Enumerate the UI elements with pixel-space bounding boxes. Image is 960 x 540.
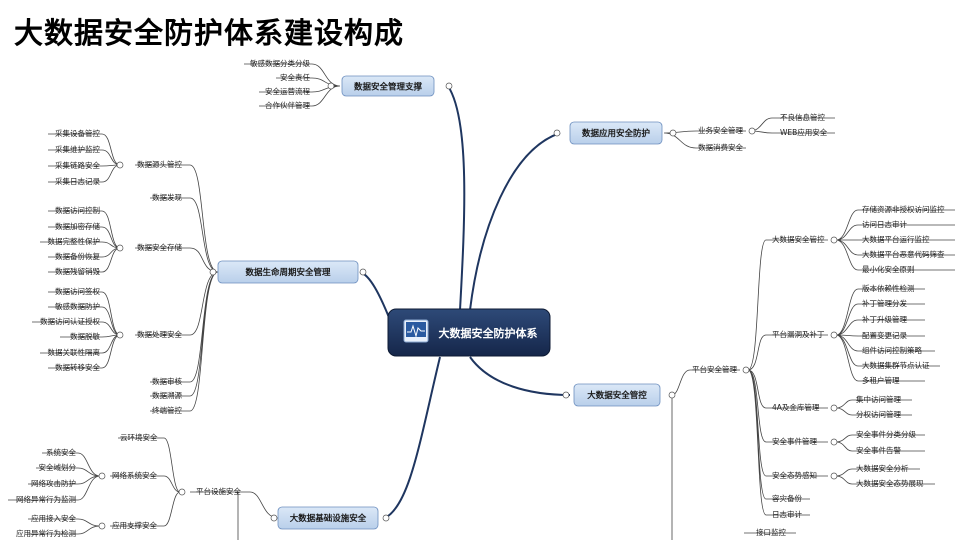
chart-monitor-icon: [403, 319, 429, 343]
leaf-label: 安全责任: [280, 72, 310, 82]
leaf-label: 平台漏洞及补丁: [772, 329, 825, 339]
leaf-label: 大数据平台恶意代码筛查: [862, 249, 945, 259]
leaf-label: 采集设备管控: [55, 128, 100, 138]
leaf-label: 数据处理安全: [137, 329, 182, 339]
lifecycle-items: 数据源头管控 数据发现 数据安全存储 数据处理安全 数据审核 数据溯源 终端管控…: [40, 128, 182, 415]
leaf-label: 多租户管理: [862, 375, 900, 385]
svg-text:数据安全管理支撑: 数据安全管理支撑: [354, 82, 423, 93]
leaf-label: 云环境安全: [120, 432, 158, 442]
leaf-label: 采集维护监控: [55, 144, 100, 154]
leaf-label: 安全事件告警: [856, 445, 901, 455]
center-node[interactable]: 大数据安全防护体系: [387, 308, 551, 357]
leaf-label: 数据溯源: [152, 390, 182, 400]
leaf-label: 访问日志审计: [862, 219, 907, 229]
leaf-label: 采集链路安全: [55, 160, 100, 170]
svg-text:大数据安全防护体系: 大数据安全防护体系: [439, 326, 538, 340]
leaf-label: 应用异常行为检测: [16, 528, 76, 538]
leaf-label: 不良信息管控: [780, 112, 825, 122]
leaf-label: 数据完整性保护: [48, 236, 101, 246]
leaf-label: 数据访问控制: [55, 205, 100, 215]
leaf-label: 数据审核: [152, 376, 182, 386]
leaf-label: 网络攻击防护: [31, 478, 76, 488]
leaf-label: 大数据安全态势展现: [856, 478, 924, 488]
leaf-label: 安全态势感知: [772, 470, 817, 480]
leaf-label: 业务安全管理: [698, 125, 743, 135]
leaf-label: 最小化安全原则: [862, 264, 915, 274]
mgmt-support-items: 敏感数据分类分级 安全责任 安全运营流程 合作伙伴管理: [250, 58, 310, 110]
collapse-icons[interactable]: [98, 82, 838, 530]
leaf-label: 系统安全: [46, 447, 76, 457]
leaf-label: 安全事件管理: [772, 436, 817, 446]
leaf-label: 网络异常行为监测: [16, 494, 76, 504]
leaf-label: 合作伙伴管理: [265, 100, 310, 110]
svg-text:数据应用安全防护: 数据应用安全防护: [582, 128, 651, 139]
leaf-label: 容灾备份: [772, 493, 802, 503]
main-branches: [359, 85, 571, 519]
svg-text:大数据基础设施安全: 大数据基础设施安全: [290, 513, 367, 524]
leaf-label: 应用接入安全: [31, 513, 76, 523]
leaf-label: 平台设施安全: [196, 486, 241, 496]
leaf-label: 数据访问签权: [55, 286, 100, 296]
app-protect-items: 业务安全管理 数据消费安全 不良信息管控 WEB应用安全: [698, 112, 828, 152]
bigdata-ctrl-items: 平台安全管理 大数据安全管控 平台漏洞及补丁 4A及金库管理 安全事件管理 安全…: [692, 204, 945, 537]
bigdata-ctrl-node[interactable]: 大数据安全管控: [573, 383, 661, 407]
leaf-label: 存储资源非授权访问监控: [862, 204, 945, 214]
infra-node[interactable]: 大数据基础设施安全: [277, 506, 379, 530]
leaf-label: 数据残留销毁: [55, 266, 100, 276]
leaf-label: 集中访问管理: [856, 394, 901, 404]
leaf-label: 组件访问控制策略: [862, 345, 922, 355]
leaf-label: 采集日志记录: [55, 176, 100, 186]
leaf-label: 应用支撑安全: [112, 520, 157, 530]
app-protect-node[interactable]: 数据应用安全防护: [569, 121, 663, 145]
leaf-label: 大数据平台运行监控: [862, 234, 930, 244]
svg-text:大数据安全管控: 大数据安全管控: [587, 390, 647, 401]
svg-text:数据生命周期安全管理: 数据生命周期安全管理: [245, 267, 331, 278]
leaf-label: 数据安全存储: [137, 242, 182, 252]
leaf-label: 数据消费安全: [698, 142, 743, 152]
leaf-label: 安全域划分: [39, 462, 77, 472]
leaf-label: 补丁管理分发: [862, 298, 907, 308]
leaf-label: 配置变更记录: [862, 330, 907, 340]
leaf-label: 日志审计: [772, 509, 802, 519]
leaf-label: 接口监控: [756, 527, 786, 537]
leaf-label: 数据发现: [152, 192, 182, 202]
leaf-label: 安全运营流程: [265, 86, 310, 96]
leaf-label: 大数据集群节点认证: [862, 360, 930, 370]
leaf-label: 版本依赖性检测: [862, 283, 915, 293]
leaf-label: 大数据安全管控: [772, 234, 825, 244]
leaf-label: 平台安全管理: [692, 364, 737, 374]
leaf-label: 数据源头管控: [137, 159, 182, 169]
page-title: 大数据安全防护体系建设构成: [14, 16, 405, 50]
leaf-label: 终端管控: [152, 405, 182, 415]
lifecycle-node[interactable]: 数据生命周期安全管理: [217, 260, 359, 284]
leaf-label: 大数据安全分析: [856, 463, 909, 473]
mgmt-support-node[interactable]: 数据安全管理支撑: [341, 75, 435, 97]
leaf-label: 数据转移安全: [55, 362, 100, 372]
leaf-label: 敏感数据分类分级: [250, 58, 310, 68]
leaf-label: 网络系统安全: [112, 470, 157, 480]
infra-items: 平台设施安全 云环境安全 网络系统安全 应用支撑安全 系统安全 安全域划分 网络…: [16, 432, 241, 538]
leaf-label: 数据备份恢复: [55, 251, 100, 261]
leaf-label: 安全事件分类分级: [856, 429, 916, 439]
leaf-label: 数据关联性隔离: [48, 347, 101, 357]
leaf-label: WEB应用安全: [780, 127, 828, 137]
leaf-label: 分权访问管理: [856, 409, 901, 419]
leaf-label: 4A及金库管理: [772, 402, 820, 412]
leaf-label: 补丁升级管理: [862, 314, 907, 324]
leaf-label: 数据加密存储: [55, 221, 100, 231]
leaf-label: 数据脱敏: [70, 331, 100, 341]
leaf-label: 数据访问认证授权: [40, 316, 100, 326]
leaf-label: 敏感数据防护: [55, 301, 100, 311]
